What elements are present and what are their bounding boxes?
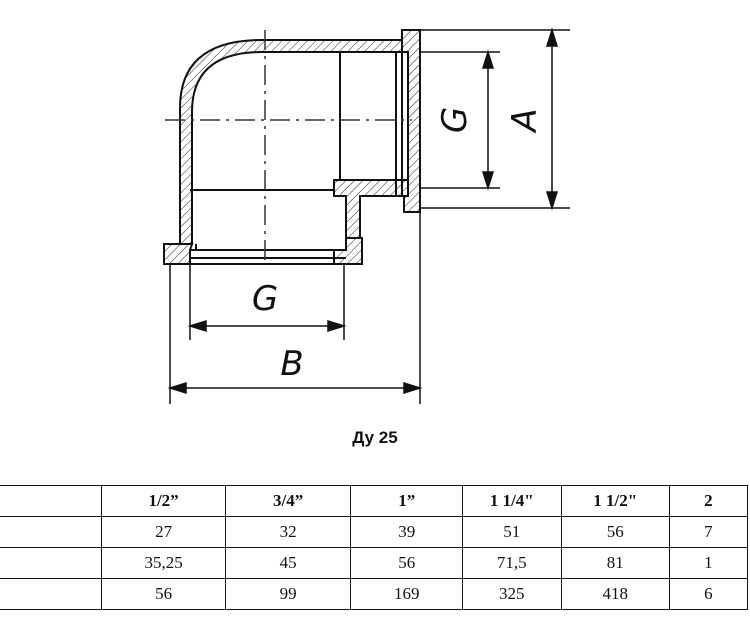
header-cell: 1” [350,485,464,517]
table-cell: 45 [224,547,352,579]
table-cell: 39 [350,516,464,548]
table-header-row: 1/2” 3/4” 1” 1 1/4" 1 1/2" 2 [0,485,749,517]
table-row: 27 32 39 51 56 7 [0,516,749,548]
elbow-walls [163,29,421,265]
table-cell: 56 [101,578,226,610]
outer-wall [179,39,403,245]
table-row: 35,25 45 56 71,5 81 1 [0,547,749,579]
table-cell: 418 [560,578,670,610]
table-cell: 35,25 [101,547,226,579]
table-cell: 56 [560,516,670,548]
table-cell [0,516,103,548]
table-cell [0,578,103,610]
elbow-fitting-drawing: G A G B [163,27,570,404]
header-cell: 1 1/4" [462,485,562,517]
table-cell: 7 [668,516,749,548]
center-lines [165,30,412,262]
diagram-caption: Ду 25 [352,428,398,447]
table-cell: 1 [668,547,749,579]
table-cell: 81 [560,547,670,579]
table-cell [0,547,103,579]
label-g-side: G [435,107,475,133]
table-cell: 6 [668,578,749,610]
label-g-bottom: G [252,279,278,319]
header-cell [0,485,103,517]
table-row: 56 99 169 325 418 6 [0,578,749,610]
dimensions-table: 1/2” 3/4” 1” 1 1/4" 1 1/2" 2 27 32 39 51… [0,485,749,610]
left-bottom-flange [163,243,194,265]
table-cell: 27 [101,516,226,548]
thread-lines [164,52,403,265]
table-cell: 51 [462,516,562,548]
table-cell: 32 [224,516,352,548]
table-cell: 71,5 [462,547,562,579]
table-cell: 56 [350,547,464,579]
header-cell: 1 1/2" [560,485,670,517]
label-b: B [280,344,303,384]
header-cell: 3/4” [224,485,352,517]
label-a: A [505,108,545,133]
table-cell: 169 [350,578,464,610]
table-cell: 325 [462,578,562,610]
header-cell: 1/2” [101,485,226,517]
header-cell: 2 [668,485,749,517]
dimension-lines [167,27,570,404]
table-cell: 99 [224,578,352,610]
